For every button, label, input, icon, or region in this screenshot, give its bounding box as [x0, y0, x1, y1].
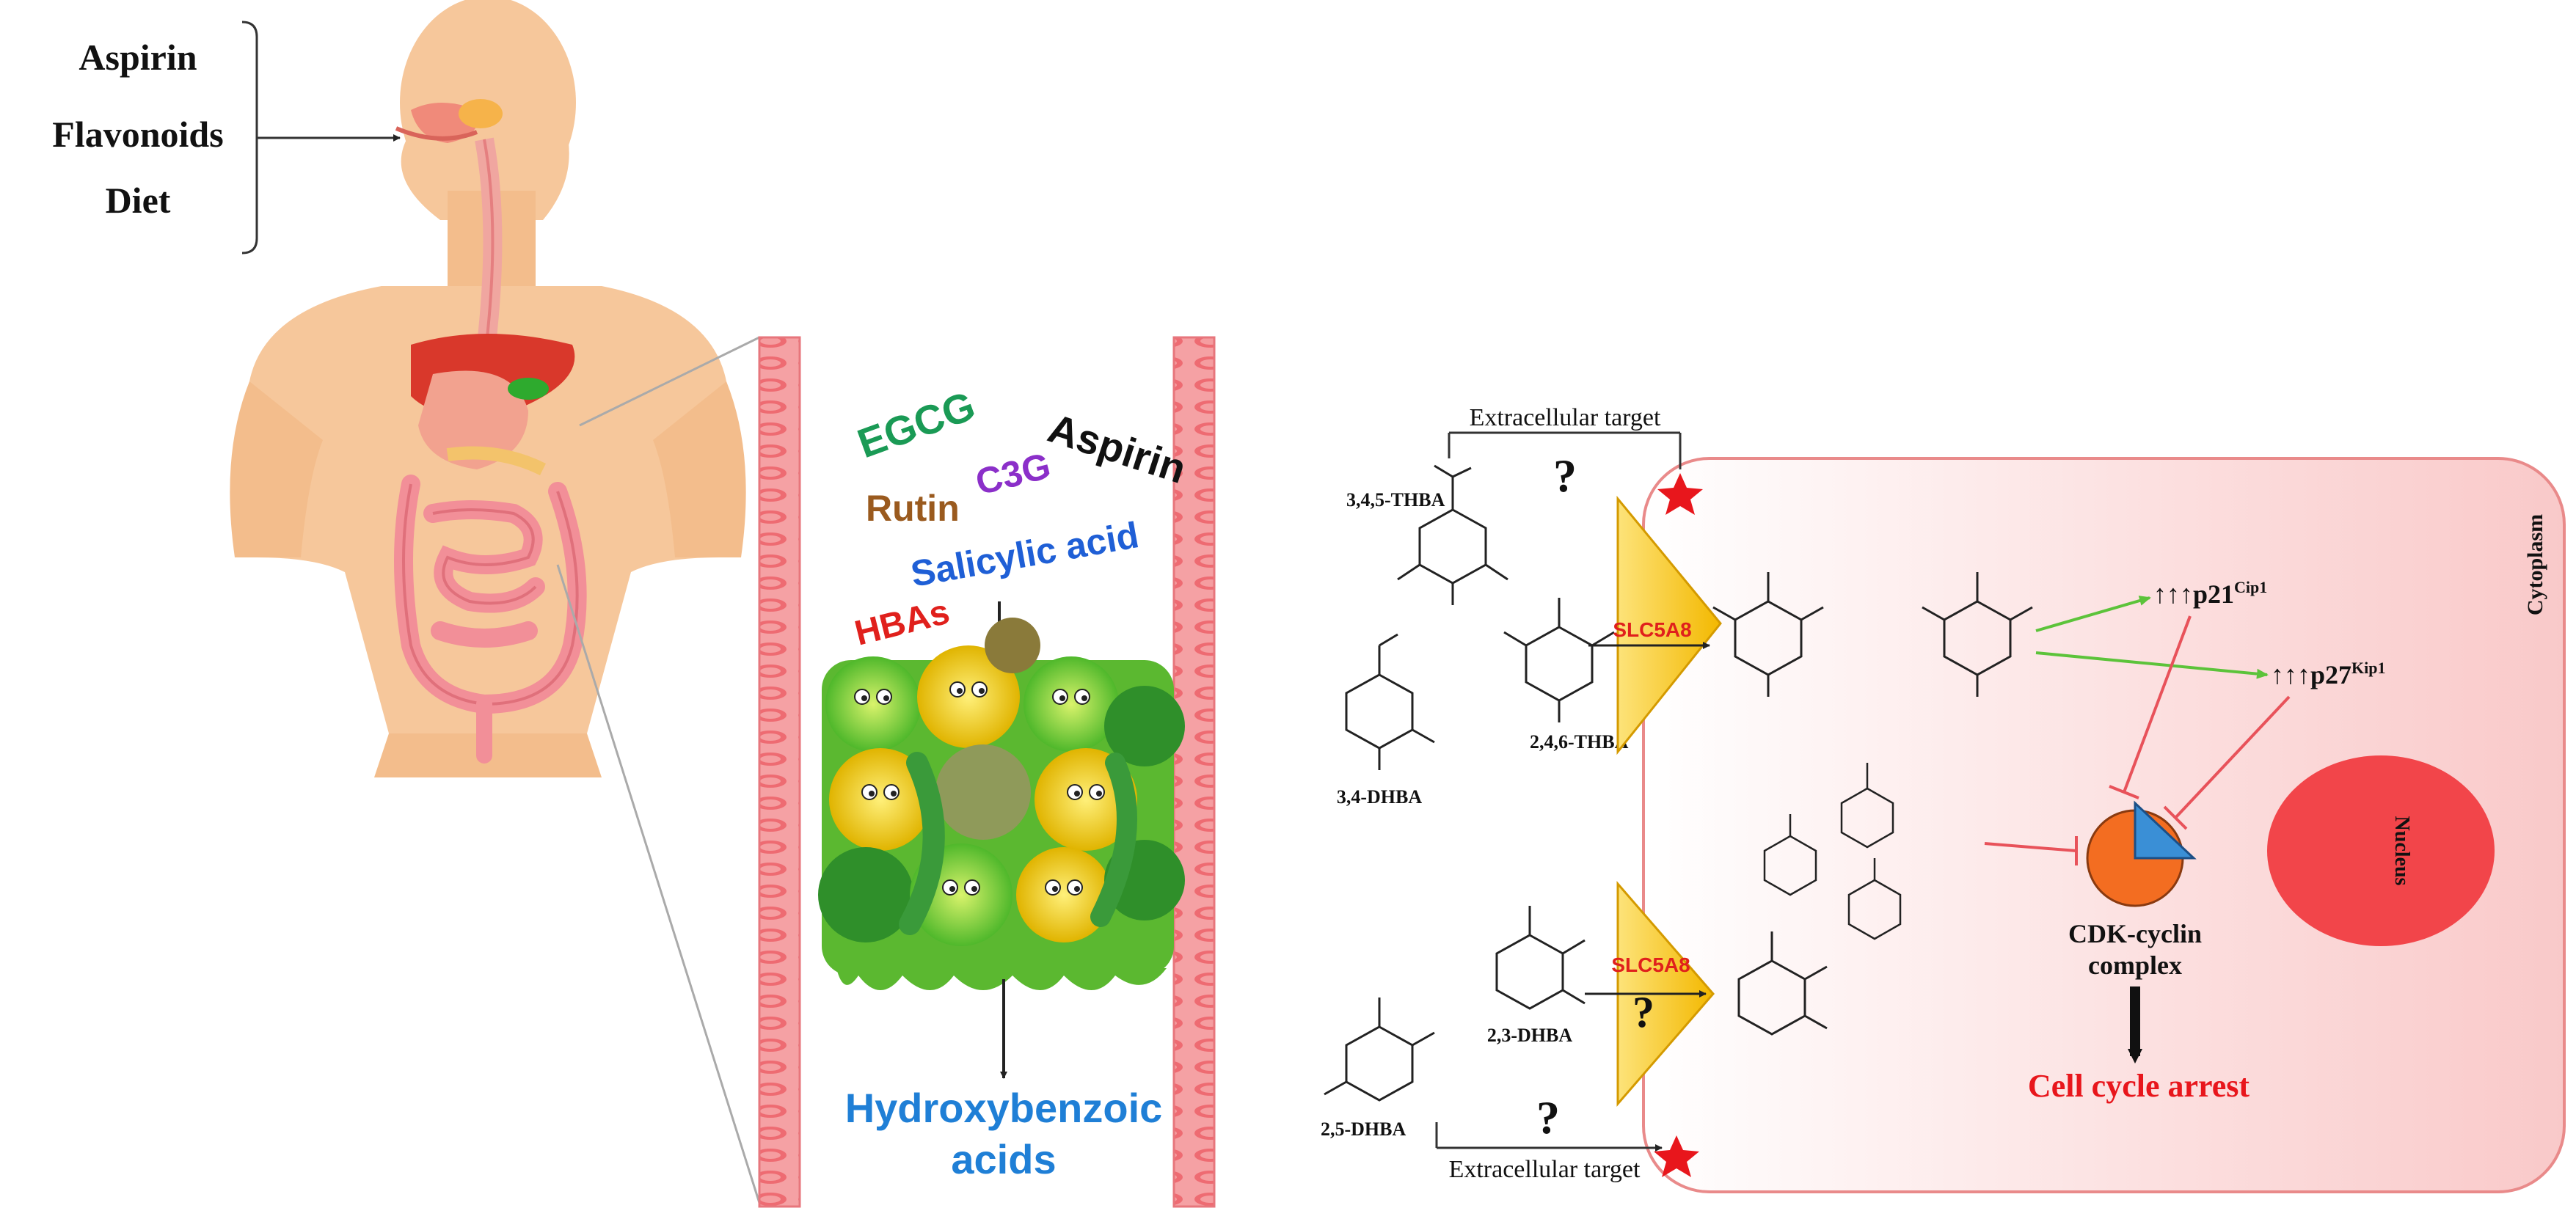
extracellular-target-top-label: Extracellular target [1470, 404, 1661, 431]
molecule-345-thba-label: 3,4,5-THBA [1346, 489, 1445, 510]
unknown-target-top: ? [1553, 450, 1577, 502]
inhibition-p27-to-complex [2163, 695, 2291, 830]
activation-arrow-p27 [2035, 651, 2269, 679]
p27-upregulation-arrows: ↑↑↑ [2271, 660, 2310, 689]
p21-name: p21 [2193, 579, 2234, 609]
p21-label: ↑↑↑p21Cip1 [2153, 578, 2267, 609]
product-label-line2: acids [951, 1136, 1056, 1182]
p27-label: ↑↑↑p27Kip1 [2271, 659, 2386, 689]
target-star-bottom [1654, 1135, 1699, 1177]
molecule-25-dhba-label: 2,5-DHBA [1321, 1119, 1406, 1140]
target-star-top [1657, 473, 1703, 515]
unknown-target-bottom: ? [1536, 1091, 1560, 1143]
molecule-23-dhba-label: 2,3-DHBA [1487, 1025, 1573, 1046]
complex-label-line2: complex [2088, 951, 2182, 980]
intake-flavonoids-label: Flavonoids [52, 114, 223, 155]
product-label-line1: Hydroxybenzoic [845, 1085, 1163, 1131]
molecule-intracellular-246-thba-active [1922, 572, 2033, 697]
molecule-intracellular-23-dhba [1737, 931, 1828, 1036]
unknown-transporter-mark: ? [1632, 988, 1654, 1036]
intake-diet-label: Diet [106, 180, 171, 221]
cytoplasm-label: Cytoplasm [2523, 514, 2547, 615]
molecule-cluster-inhibitors [1763, 763, 1902, 940]
p21-superscript: Cip1 [2234, 578, 2267, 596]
compound-c3g-label: C3G [971, 444, 1054, 502]
inhibition-p21-to-complex [2109, 615, 2192, 799]
p21-upregulation-arrows: ↑↑↑ [2153, 579, 2193, 609]
activation-arrow-p21 [2035, 596, 2151, 632]
compound-hbas-label: HBAs [851, 593, 954, 654]
molecule-23-dhba [1495, 906, 1586, 1010]
p27-superscript: Kip1 [2351, 659, 2385, 677]
transporter-top [1616, 495, 1722, 755]
intake-bracket [241, 21, 401, 255]
transporter-top-label: SLC5A8 [1613, 618, 1691, 641]
extracellular-target-bracket-bottom [1435, 1122, 1663, 1152]
molecule-246-thba-label: 2,4,6-THBA [1530, 731, 1629, 753]
transporter-bottom-label: SLC5A8 [1611, 953, 1690, 976]
molecule-34-dhba [1345, 633, 1435, 770]
extracellular-target-bottom-label: Extracellular target [1449, 1156, 1641, 1183]
nucleus [2267, 755, 2495, 946]
cell-cycle-arrest-label: Cell cycle arrest [2028, 1068, 2250, 1104]
intake-aspirin-label: Aspirin [79, 37, 197, 78]
zoom-lines [556, 336, 761, 1204]
p27-name: p27 [2310, 660, 2351, 689]
compound-aspirin-label: Aspirin [1043, 404, 1192, 492]
compound-rutin-label: Rutin [866, 488, 960, 529]
molecule-345-thba [1397, 464, 1508, 605]
molecule-intracellular-246-thba [1712, 572, 1824, 697]
gut-microbiota-illustration [818, 618, 1185, 990]
inhibition-hbas-to-complex [1984, 836, 2078, 865]
molecule-246-thba [1503, 598, 1615, 722]
molecule-34-dhba-label: 3,4-DHBA [1337, 786, 1423, 808]
compound-egcg-label: EGCG [852, 382, 982, 467]
molecule-25-dhba [1324, 997, 1435, 1102]
nucleus-label: Nucleus [2390, 816, 2413, 886]
cdk-cyclin-complex-icon [2086, 800, 2197, 907]
human-body-illustration [230, 0, 746, 777]
complex-label-line1: CDK-cyclin [2068, 919, 2202, 948]
extracellular-target-bracket-top [1448, 431, 1682, 469]
intestinal-wall-left [758, 336, 801, 1208]
